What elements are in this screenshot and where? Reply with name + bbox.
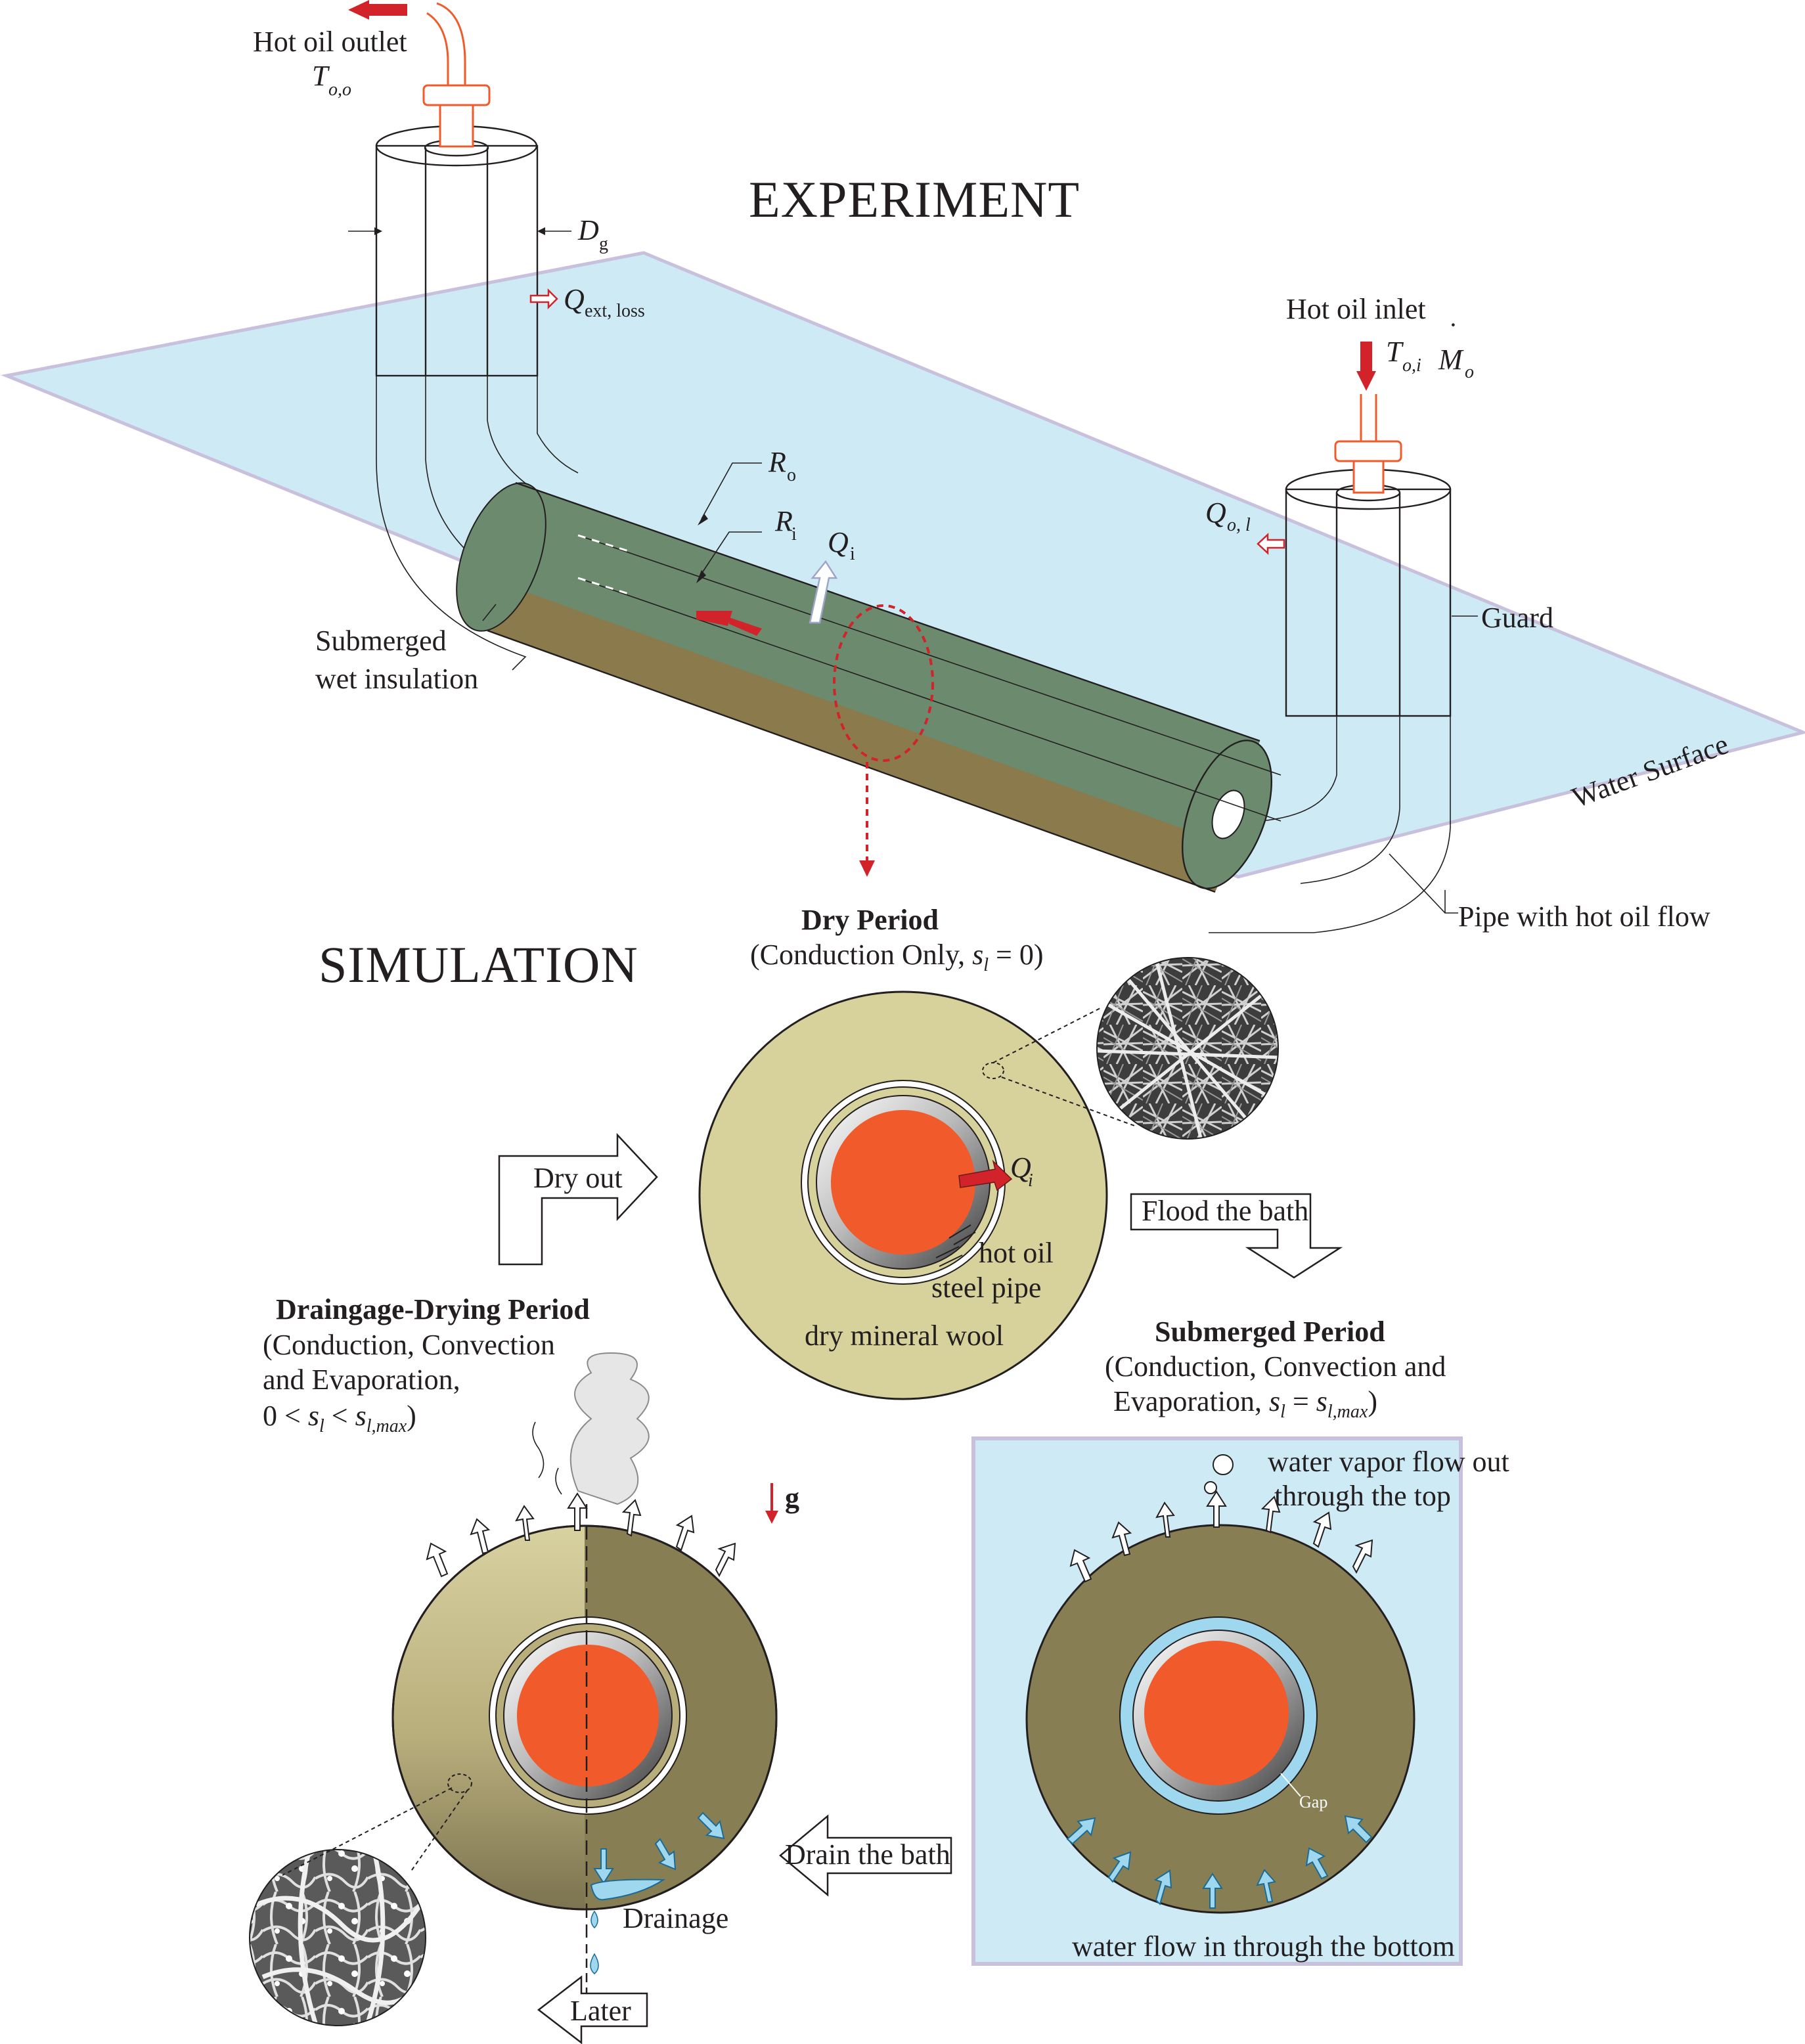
vapor-bubble-2 [1204,1481,1217,1494]
vapor-wisps [532,1421,562,1495]
drain-arrow [779,1814,952,1897]
vapor-out-line2: through the top [1274,1480,1451,1512]
drain-label: Drain the bath [785,1838,950,1871]
steel-pipe-label: steel pipe [931,1272,1041,1304]
submerged-line2: Evaporation, sl = sl,max) [1113,1385,1377,1422]
ri-leader [699,531,762,577]
dg-subscript: g [599,234,608,254]
drip-2 [590,1953,599,1974]
gravity-label: g [785,1482,799,1514]
dry-period-subtitle: (Conduction Only, sl = 0) [750,939,1044,975]
inlet-connector [1334,394,1402,494]
qol-symbol: Q [1205,497,1226,529]
q-ext-arrow [529,288,558,310]
t-oi-symbol: T [1386,336,1404,368]
experiment-title: EXPERIMENT [749,171,1080,228]
vapor-smoke [569,1352,650,1505]
qi-arrow-experiment [809,560,838,624]
t-oi-subscript: o,i [1402,355,1421,376]
guard-label: Guard [1481,602,1553,634]
drainage-drying-line3: 0 < sl < sl,max) [263,1400,416,1436]
drying-vapor-arrows [426,1492,736,1578]
dg-symbol: D [577,214,599,246]
submerged-title: Submerged Period [1155,1316,1385,1348]
drip-1 [591,1910,598,1929]
drainage-drying-line1: (Conduction, Convection [263,1329,555,1361]
m-o-dot: ˙ [1448,317,1458,349]
steel-pipe-leader [935,1246,963,1267]
simulation-title: SIMULATION [319,936,638,993]
dry-period-cross-section [698,990,1108,1400]
dry-out-arrow [498,1132,658,1266]
ri-symbol: R [774,505,793,537]
gap-label: Gap [1299,1792,1327,1811]
m-o-symbol: M [1438,344,1464,376]
outlet-connector [422,2,491,148]
hot-oil-outlet-label: Hot oil outlet [253,26,407,58]
water-surface-plane [1,251,1805,879]
drainage-arrows [593,1811,725,1884]
outlet-arrowhead [348,0,369,20]
dry-qi-subscript: i [1028,1170,1033,1191]
t-oo-subscript: o,o [328,79,351,100]
submerged-label-2: wet insulation [315,663,478,695]
dry-period-title: Dry Period [801,904,939,936]
hot-oil-leader [948,1224,976,1245]
drainage-drying-cross-section [391,1504,778,2010]
submerged-line1: (Conduction, Convection and [1105,1350,1446,1383]
sem-image-cells [249,1849,426,2026]
submerged-inflow-arrows [1066,1815,1373,1909]
drainage-label: Drainage [623,1902,728,1934]
ro-symbol: R [768,446,786,478]
q-ol-arrow [1257,533,1285,555]
pipe-flow-label: Pipe with hot oil flow [1458,900,1710,933]
qol-subscript: o, l [1227,515,1251,535]
drainage-puddle [590,1878,666,1901]
submerged-label-1: Submerged [315,625,447,657]
dry-wool-label: dry mineral wool [805,1320,1004,1352]
dry-qi-symbol: Q [1010,1151,1031,1184]
t-oo-symbol: T [312,60,330,92]
hot-oil-label: hot oil [979,1237,1054,1269]
qi-arrow-dry [958,1159,1013,1191]
wet-insulation-pipe [456,481,1281,893]
hot-oil-inlet-label: Hot oil inlet [1286,293,1426,325]
drainage-drying-line2: and Evaporation, [263,1364,460,1396]
inlet-arrowhead [1356,371,1376,391]
qi-symbol: Q [828,526,849,558]
vapor-bubble-1 [1213,1454,1234,1475]
q-ext-symbol: Q [564,283,585,315]
dry-out-label: Dry out [533,1162,623,1194]
flow-arrow [729,617,762,636]
ri-subscript: i [791,524,797,544]
flood-label: Flood the bath [1142,1195,1308,1227]
qi-subscript: i [850,544,855,564]
submerged-cross-section [1025,1524,1415,1914]
m-o-subscript: o [1465,362,1474,382]
water-in-label: water flow in through the bottom [1072,1930,1455,1963]
flood-arrow [1130,1193,1343,1279]
later-arrow [537,1975,648,2044]
gap-leader [1280,1773,1301,1797]
section-ellipse [833,604,934,762]
vapor-out-line1: water vapor flow out [1268,1446,1509,1478]
drainage-drying-title: Draingage-Drying Period [276,1293,590,1325]
q-ext-subscript: ext, loss [585,301,645,321]
ro-subscript: o [787,465,796,485]
submerged-vapor-arrows [1069,1490,1373,1583]
later-label: Later [570,1995,631,2027]
sem-image-fibers [1096,957,1279,1140]
ro-leader [701,462,762,520]
